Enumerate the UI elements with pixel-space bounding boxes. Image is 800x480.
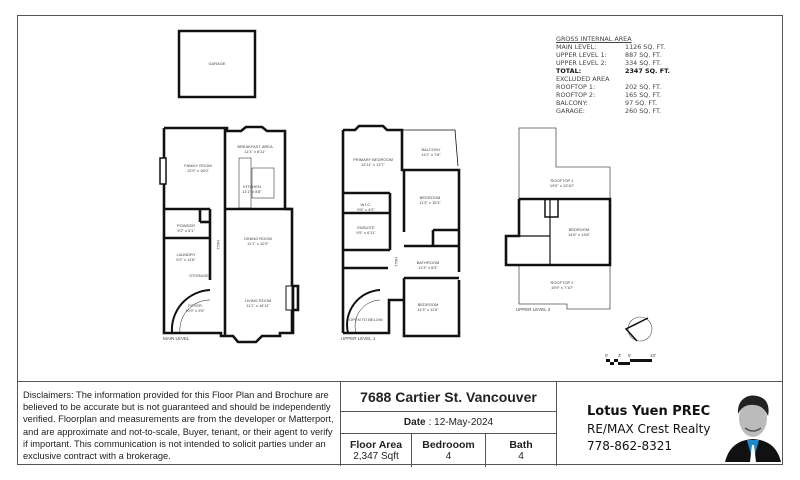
svg-text:BEDROOM: BEDROOM — [569, 227, 590, 232]
svg-text:9'2" x 5'1": 9'2" x 5'1" — [177, 228, 195, 233]
svg-text:12'0" x 16'0": 12'0" x 16'0" — [187, 168, 210, 173]
svg-text:5': 5' — [628, 353, 632, 358]
svg-text:BREAKFAST AREA: BREAKFAST AREA — [237, 144, 273, 149]
svg-text:W.I.C.: W.I.C. — [361, 202, 372, 207]
svg-text:11'2" x 7'8": 11'2" x 7'8" — [421, 152, 441, 157]
main-level-labels: FAMILY ROOM 12'0" x 16'0" BREAKFAST AREA… — [163, 144, 273, 341]
property-summary: 7688 Cartier St. Vancouver Date: 12-May-… — [340, 382, 557, 467]
svg-text:10': 10' — [650, 353, 656, 358]
svg-text:11'1" x 8'8": 11'1" x 8'8" — [242, 189, 262, 194]
svg-text:11'3" x 15'3": 11'3" x 15'3" — [419, 200, 441, 205]
svg-text:BATHROOM: BATHROOM — [417, 260, 440, 265]
main-level-label: MAIN LEVEL — [163, 336, 190, 341]
area-row: UPPER LEVEL 1:887 SQ. FT. — [556, 51, 662, 59]
svg-text:HALL: HALL — [394, 257, 399, 268]
svg-text:0': 0' — [605, 353, 609, 358]
svg-text:POWDER: POWDER — [177, 223, 195, 228]
svg-text:19'5" x 13'10": 19'5" x 13'10" — [550, 183, 575, 188]
svg-text:9'5" x 4'0": 9'5" x 4'0" — [357, 207, 375, 212]
property-address: 7688 Cartier St. Vancouver — [341, 382, 556, 412]
agent-phone: 778-862-8321 — [587, 439, 673, 453]
area-row: GARAGE:260 SQ. FT. — [556, 107, 662, 115]
svg-text:14'6" x 13'8": 14'6" x 13'8" — [568, 232, 591, 237]
upper-level-1-plan — [341, 124, 461, 338]
svg-text:BEDROOM: BEDROOM — [420, 195, 441, 200]
area-total-row: TOTAL:2347 SQ. FT. — [556, 67, 670, 75]
agent-name: Lotus Yuen PREC — [587, 404, 711, 419]
svg-text:11'3" x 6'3": 11'3" x 6'3" — [418, 265, 438, 270]
date-row: Date: 12-May-2024 — [341, 412, 556, 434]
disclaimer-text: Disclaimers: The information provided fo… — [23, 390, 334, 462]
svg-text:PRIMARY BEDROOM: PRIMARY BEDROOM — [353, 157, 393, 162]
svg-text:11'3" x 11'6": 11'3" x 11'6" — [417, 307, 439, 312]
agent-company: RE/MAX Crest Realty — [587, 422, 711, 436]
svg-text:ROOFTOP 1: ROOFTOP 1 — [551, 178, 575, 183]
svg-text:3': 3' — [618, 353, 622, 358]
upper-level-2-label: UPPER LEVEL 2 — [516, 307, 551, 312]
area-row: BALCONY:97 SQ. FT. — [556, 99, 658, 107]
agent-photo — [725, 395, 781, 462]
svg-text:FAMILY ROOM: FAMILY ROOM — [184, 163, 211, 168]
excluded-heading: EXCLUDED AREA — [556, 75, 610, 83]
upper-level-2-plan: ROOFTOP 1 19'5" x 13'10" BEDROOM 14'6" x… — [504, 127, 612, 312]
area-row: UPPER LEVEL 2:334 SQ. FT. — [556, 59, 662, 67]
area-table: GROSS INTERNAL AREA MAIN LEVEL:1126 SQ. … — [556, 35, 670, 115]
gross-heading: GROSS INTERNAL AREA — [556, 35, 632, 43]
scale-bar: 0' 3' 5' 10' — [605, 353, 656, 365]
svg-text:LAUNDRY: LAUNDRY — [176, 252, 195, 257]
svg-text:OPEN TO BELOW: OPEN TO BELOW — [349, 317, 383, 322]
svg-text:11'1" x 8'11": 11'1" x 8'11" — [244, 149, 266, 154]
compass-icon — [624, 316, 653, 342]
svg-text:9'5" x 6'11": 9'5" x 6'11" — [356, 230, 376, 235]
svg-text:11'1" x 12'0": 11'1" x 12'0" — [247, 241, 269, 246]
svg-text:12'11" x 13'7": 12'11" x 13'7" — [361, 162, 385, 167]
svg-text:9'2" x 11'6": 9'2" x 11'6" — [176, 257, 196, 262]
area-row: ROOFTOP 1:202 SQ. FT. — [556, 83, 662, 91]
svg-text:LIVING ROOM: LIVING ROOM — [245, 298, 272, 303]
page-frame — [17, 15, 783, 465]
svg-text:ROOFTOP 2: ROOFTOP 2 — [551, 280, 575, 285]
svg-text:19'9" x 7'10": 19'9" x 7'10" — [551, 285, 574, 290]
garage: GARAGE — [177, 29, 257, 99]
svg-text:STORAGE: STORAGE — [189, 273, 209, 278]
svg-text:11'1" x 14'11": 11'1" x 14'11" — [246, 303, 270, 308]
svg-text:FOYER: FOYER — [188, 303, 202, 308]
area-row: ROOFTOP 2:165 SQ. FT. — [556, 91, 662, 99]
upper-level-1-label: UPPER LEVEL 1 — [341, 336, 376, 341]
floor-plans: GARAGE FAMILY ROOM 12'0" x 16'0" BREAKFA… — [159, 29, 656, 365]
area-row: MAIN LEVEL:1126 SQ. FT. — [556, 43, 666, 51]
svg-text:DINING ROOM: DINING ROOM — [244, 236, 272, 241]
svg-text:10'9" x 9'5": 10'9" x 9'5" — [185, 308, 205, 313]
svg-text:BALCONY: BALCONY — [421, 147, 440, 152]
agent-card: Lotus Yuen PREC RE/MAX Crest Realty 778-… — [571, 382, 783, 466]
upper-level-1-labels: PRIMARY BEDROOM 12'11" x 13'7" BALCONY 1… — [341, 147, 441, 341]
svg-text:KITCHEN: KITCHEN — [243, 184, 261, 189]
svg-text:BEDROOM: BEDROOM — [418, 302, 439, 307]
svg-text:ENSUITE: ENSUITE — [357, 225, 375, 230]
info-panel: Disclaimers: The information provided fo… — [17, 381, 783, 467]
svg-text:HALL: HALL — [216, 240, 221, 251]
garage-label: GARAGE — [208, 61, 225, 66]
main-level-plan — [159, 125, 300, 344]
